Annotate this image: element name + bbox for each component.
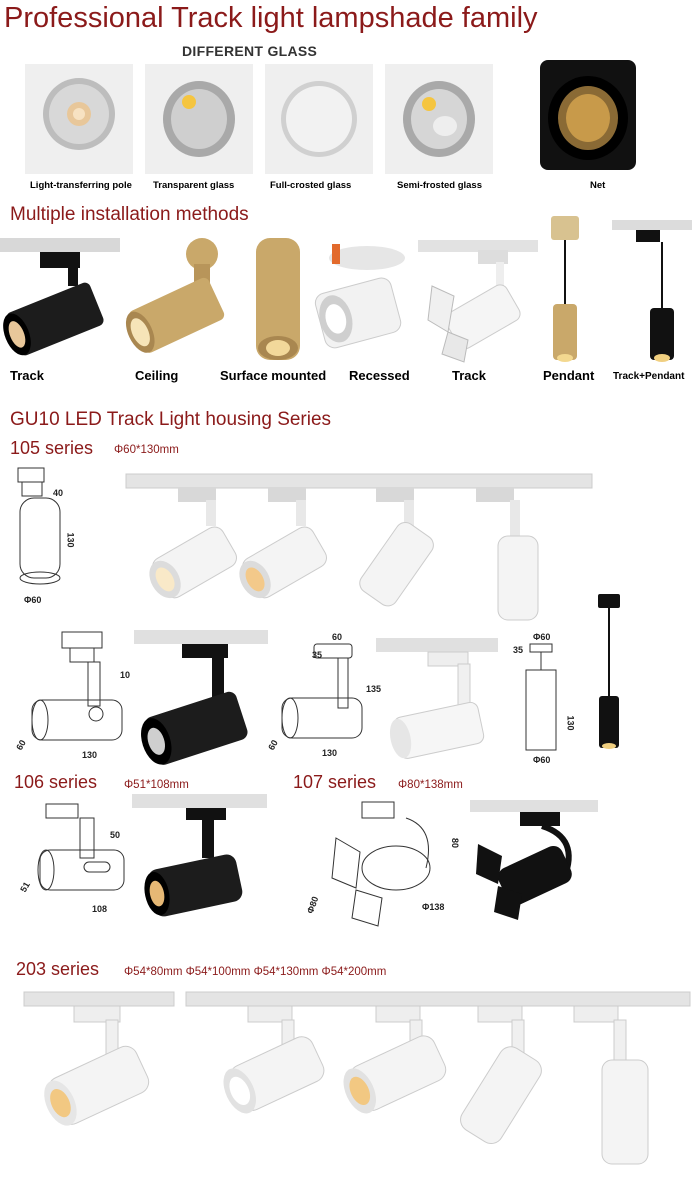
install-image-surface-mounted xyxy=(250,236,306,364)
series-105-title: 105 series xyxy=(10,438,94,458)
installation-title: Multiple installation methods xyxy=(10,204,249,225)
install-label-ceiling: Ceiling xyxy=(135,368,179,383)
glass-label-semi-frosted: Semi-frosted glass xyxy=(397,180,482,191)
install-label-surface-mounted: Surface mounted xyxy=(220,368,327,383)
series-105-drawing-front xyxy=(10,466,70,606)
series-107-dim-h: 80 xyxy=(450,837,461,849)
series-203-photo-single xyxy=(23,988,175,1128)
fixture-1 xyxy=(149,488,237,599)
series-106-photo xyxy=(132,790,267,920)
install-label-pendant: Pendant xyxy=(543,368,595,383)
series-107-drawing xyxy=(326,798,456,930)
glass-label-full-frosted: Full-crosted glass xyxy=(270,180,352,191)
series-105-drawing-ceiling xyxy=(274,630,374,750)
series-105-product-photo xyxy=(125,470,593,621)
glass-image-full-frosted xyxy=(265,64,373,174)
glass-label-light-transferring-pole: Light-transferring pole xyxy=(30,180,132,191)
series-107-photo xyxy=(470,798,598,924)
glass-image-light-transferring-pole xyxy=(25,64,133,174)
series-107-dim-dia: Φ80 xyxy=(305,895,321,915)
series-203-photo-group xyxy=(185,988,691,1168)
fixture-3 xyxy=(359,488,434,607)
install-image-recessed xyxy=(312,236,412,364)
install-image-track-pendant xyxy=(612,218,692,364)
series-106-dim-len: 108 xyxy=(92,904,108,914)
install-label-recessed: Recessed xyxy=(349,368,410,383)
glass-image-net xyxy=(528,58,648,173)
series-105-d4-dia: Φ60 xyxy=(533,755,551,765)
series-105-d3-len: 130 xyxy=(322,748,338,758)
series-105-dim-height: 130 xyxy=(65,532,76,548)
series-203-title: 203 series xyxy=(16,959,100,979)
series-105-photo-white-ceiling xyxy=(376,636,498,762)
fixture-203-a xyxy=(223,1005,325,1114)
install-label-track: Track xyxy=(10,368,44,383)
fixture-203-b xyxy=(343,1005,447,1114)
series-105-d3-h: 135 xyxy=(366,684,382,694)
series-105-photo-black xyxy=(134,628,268,765)
series-106-dims: Φ51*108mm xyxy=(124,779,189,791)
install-image-pendant xyxy=(545,214,585,364)
series-105-dim-dia: Φ60 xyxy=(24,595,42,605)
series-105-d2-h: 10 xyxy=(120,670,131,680)
glass-heading: DIFFERENT GLASS xyxy=(182,43,318,59)
glass-label-transparent: Transparent glass xyxy=(153,180,235,191)
series-105-d3-top: 60 xyxy=(332,632,343,642)
series-105-d2-len: 130 xyxy=(82,750,98,760)
fixture-203-c xyxy=(460,1005,542,1144)
series-203-dims: Φ54*80mm Φ54*100mm Φ54*130mm Φ54*200mm xyxy=(124,966,387,978)
fixture-2 xyxy=(239,488,327,599)
series-105-dims: Φ60*130mm xyxy=(114,444,179,456)
series-107-title: 107 series xyxy=(293,772,377,792)
series-105-d4-h: 130 xyxy=(565,715,576,731)
series-107-dims: Φ80*138mm xyxy=(398,779,463,791)
series-107-dim-len: Φ138 xyxy=(422,902,445,912)
series-105-d4-w: 35 xyxy=(513,645,524,655)
housing-title: GU10 LED Track Light housing Series xyxy=(10,409,332,430)
series-106-dim-h: 50 xyxy=(110,830,121,840)
glass-image-semi-frosted xyxy=(385,64,493,174)
install-image-track-barndoor xyxy=(418,236,538,364)
series-105-d4-top: Φ60 xyxy=(533,632,551,642)
series-106-drawing xyxy=(20,800,130,910)
glass-label-net: Net xyxy=(590,180,606,191)
fixture-4 xyxy=(476,488,539,621)
fixture-203-d xyxy=(573,1005,649,1165)
install-label-track-pendant: Track+Pendant xyxy=(613,371,685,382)
series-105-drawing-side-track xyxy=(10,630,130,750)
series-105-photo-pendant xyxy=(594,592,624,754)
series-105-d3-w: 35 xyxy=(312,650,323,660)
page-title: Professional Track light lampshade famil… xyxy=(4,2,538,34)
install-label-track-2: Track xyxy=(452,368,486,383)
glass-image-transparent xyxy=(145,64,253,174)
series-106-title: 106 series xyxy=(14,772,98,792)
install-image-ceiling xyxy=(122,234,232,364)
series-105-dim-top: 40 xyxy=(53,488,64,498)
series-105-drawing-pendant xyxy=(500,630,570,760)
install-image-track xyxy=(0,234,120,364)
